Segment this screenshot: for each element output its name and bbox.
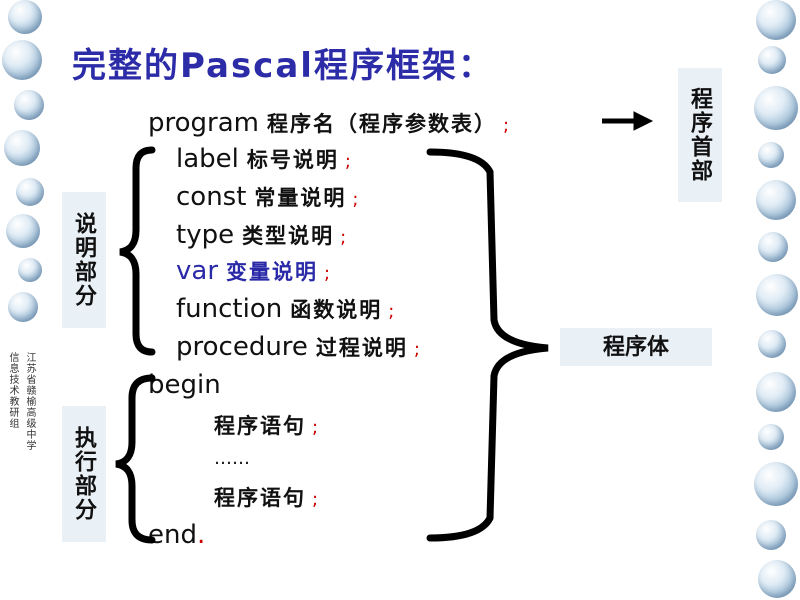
bubble-decoration [18,258,42,282]
var-declaration-line: var 变量说明; [176,256,330,286]
declaration-keyword: function [176,294,283,324]
declaration-part-label: 说明部分 [62,192,106,328]
program-header-line: program 程序名（程序参数表）; [148,108,509,138]
bubble-decoration [8,292,38,322]
program-body-brace [426,148,549,542]
bubble-decoration [758,330,786,358]
end-dot: . [196,520,206,550]
semicolon: ; [324,263,331,284]
declaration-keyword: type [176,220,235,250]
declaration-brace [119,146,156,356]
procedure-declaration-line: procedure 过程说明; [176,332,420,362]
declaration-text: 常量说明 [254,185,347,210]
declaration-keyword: var [176,256,219,286]
semicolon: ; [344,151,351,172]
ellipsis: …… [214,448,250,469]
begin-line: begin [148,370,221,400]
statement-line: 程序语句; [214,410,318,440]
department-name: 信息技术教研组 [7,352,18,429]
school-note: 江苏省赣榆高级中学 信息技术教研组 [4,352,38,592]
bubble-decoration [754,462,798,506]
declaration-text: 变量说明 [226,259,319,284]
bubble-decoration [14,90,44,120]
semicolon: ; [352,189,359,210]
statement-text: 程序语句 [214,413,306,438]
semicolon: ; [312,489,319,510]
declaration-keyword: const [176,182,247,212]
bubble-decoration [4,130,40,166]
bubble-decoration [6,214,40,248]
statement-text: 程序语句 [214,485,306,510]
program-header-label: 程序首部 [678,68,722,202]
program-body-label: 程序体 [560,328,712,366]
end-keyword: end [148,520,197,550]
end-line: end. [148,520,205,550]
declaration-text: 函数说明 [290,297,383,322]
bubble-decoration [756,274,798,316]
declaration-text: 类型说明 [242,223,335,248]
declaration-keyword: procedure [176,332,308,362]
semicolon: ; [312,417,319,438]
declaration-text: 过程说明 [315,335,408,360]
declaration-keyword: label [176,144,239,174]
bubble-decoration [758,232,788,262]
semicolon: ; [502,115,510,136]
bubble-decoration [756,0,796,40]
program-keyword: program [148,108,259,138]
const-declaration-line: const 常量说明; [176,182,359,212]
semicolon: ; [388,301,395,322]
bubble-decoration [756,520,786,550]
bubble-decoration [756,372,796,412]
bubble-decoration [756,180,796,220]
slide-title: 完整的Pascal程序框架： [72,46,494,86]
declaration-text: 标号说明 [246,147,339,172]
execution-part-label: 执行部分 [62,406,106,542]
semicolon: ; [413,339,420,360]
type-declaration-line: type 类型说明; [176,220,346,250]
label-declaration-line: label 标号说明; [176,144,351,174]
statement-line: 程序语句; [214,482,318,512]
program-header-text: 程序名（程序参数表） [266,111,497,136]
bubble-decoration [758,424,784,450]
begin-keyword: begin [148,370,221,400]
bubble-decoration [2,40,42,80]
bubble-decoration [16,178,44,206]
right-bubble-border [740,0,800,600]
header-arrow [602,111,654,131]
bubble-decoration [754,86,798,130]
ellipsis-line: …… [214,448,250,469]
school-name: 江苏省赣榆高级中学 [24,352,35,451]
bubble-decoration [8,0,42,34]
bubble-decoration [758,142,784,168]
function-declaration-line: function 函数说明; [176,294,394,324]
left-bubble-border [0,0,60,600]
execution-brace [115,374,156,544]
semicolon: ; [340,227,347,248]
bubble-decoration [758,46,786,74]
bubble-decoration [758,560,796,598]
